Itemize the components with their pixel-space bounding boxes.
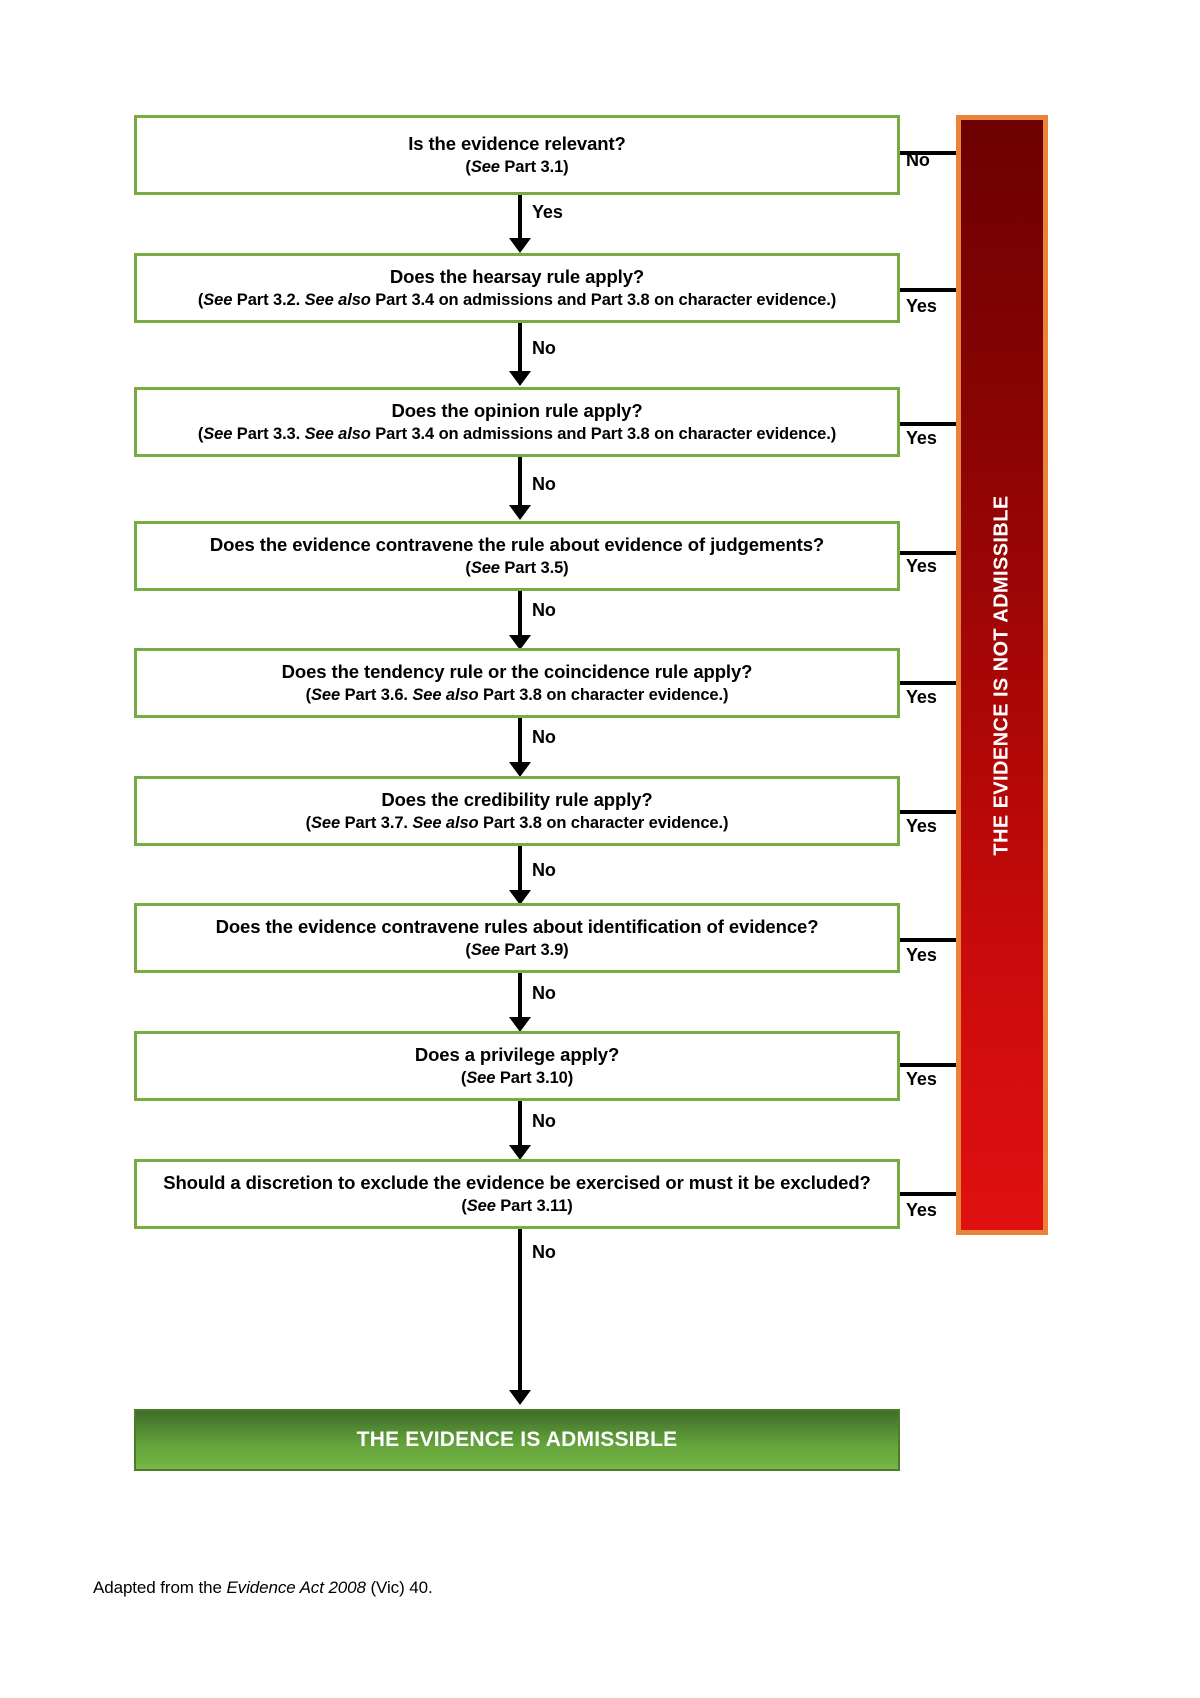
not-admissible-banner: THE EVIDENCE IS NOT ADMISSIBLE	[956, 115, 1048, 1235]
connector-down-label-9: No	[532, 1242, 556, 1262]
connector-down-3	[518, 457, 522, 509]
decision-question-3: Does the opinion rule apply?	[391, 399, 643, 421]
connector-down-label-6: No	[532, 860, 556, 880]
connector-side-label-5: Yes	[906, 687, 937, 707]
connector-down-4	[518, 591, 522, 639]
footer-suffix: (Vic) 40.	[365, 1578, 433, 1597]
decision-box-3[interactable]: Does the opinion rule apply? (See Part 3…	[134, 387, 900, 457]
decision-reference-2: (See Part 3.2. See also Part 3.4 on admi…	[197, 291, 837, 310]
connector-side-label-3: Yes	[906, 428, 937, 448]
decision-question-6: Does the credibility rule apply?	[381, 788, 653, 810]
decision-box-1[interactable]: Is the evidence relevant? (See Part 3.1)	[134, 115, 900, 195]
arrow-down-5	[509, 762, 531, 777]
footer-act-title: Evidence Act 2008	[226, 1578, 366, 1597]
decision-box-2[interactable]: Does the hearsay rule apply? (See Part 3…	[134, 253, 900, 323]
not-admissible-label: THE EVIDENCE IS NOT ADMISSIBLE	[990, 494, 1013, 856]
connector-down-label-1: Yes	[532, 202, 563, 222]
admissible-label: THE EVIDENCE IS ADMISSIBLE	[356, 1428, 678, 1451]
decision-box-7[interactable]: Does the evidence contravene rules about…	[134, 903, 900, 973]
arrow-down-7	[509, 1017, 531, 1032]
decision-box-8[interactable]: Does a privilege apply? (See Part 3.10)	[134, 1031, 900, 1101]
arrow-down-8	[509, 1145, 531, 1160]
decision-reference-6: (See Part 3.7. See also Part 3.8 on char…	[305, 814, 729, 833]
decision-reference-4: (See Part 3.5)	[465, 559, 569, 578]
decision-reference-3: (See Part 3.3. See also Part 3.4 on admi…	[197, 425, 837, 444]
source-attribution: Adapted from the Evidence Act 2008 (Vic)…	[93, 1578, 433, 1598]
arrow-down-6	[509, 890, 531, 905]
decision-question-5: Does the tendency rule or the coincidenc…	[281, 660, 753, 682]
connector-down-label-7: No	[532, 983, 556, 1003]
footer-prefix: Adapted from the	[93, 1578, 227, 1597]
arrow-down-2	[509, 371, 531, 386]
arrow-down-4	[509, 635, 531, 650]
connector-side-label-4: Yes	[906, 556, 937, 576]
connector-down-label-8: No	[532, 1111, 556, 1131]
connector-down-1	[518, 195, 522, 242]
decision-box-4[interactable]: Does the evidence contravene the rule ab…	[134, 521, 900, 591]
connector-down-2	[518, 323, 522, 375]
connector-down-9	[518, 1229, 522, 1394]
connector-side-label-8: Yes	[906, 1069, 937, 1089]
connector-down-5	[518, 718, 522, 766]
decision-reference-8: (See Part 3.10)	[460, 1069, 574, 1088]
connector-down-8	[518, 1101, 522, 1149]
decision-reference-5: (See Part 3.6. See also Part 3.8 on char…	[305, 686, 729, 705]
decision-box-6[interactable]: Does the credibility rule apply? (See Pa…	[134, 776, 900, 846]
decision-question-9: Should a discretion to exclude the evide…	[163, 1171, 871, 1193]
decision-question-8: Does a privilege apply?	[414, 1043, 620, 1065]
connector-down-7	[518, 973, 522, 1021]
connector-side-label-2: Yes	[906, 296, 937, 316]
connector-down-label-4: No	[532, 600, 556, 620]
connector-down-label-3: No	[532, 474, 556, 494]
arrow-down-1	[509, 238, 531, 253]
connector-down-label-2: No	[532, 338, 556, 358]
decision-box-9[interactable]: Should a discretion to exclude the evide…	[134, 1159, 900, 1229]
decision-question-1: Is the evidence relevant?	[408, 132, 626, 154]
connector-side-label-1: No	[906, 150, 930, 170]
arrow-down-9	[509, 1390, 531, 1405]
decision-reference-9: (See Part 3.11)	[461, 1197, 573, 1216]
connector-side-label-6: Yes	[906, 816, 937, 836]
admissible-banner: THE EVIDENCE IS ADMISSIBLE	[134, 1409, 900, 1471]
connector-side-label-9: Yes	[906, 1200, 937, 1220]
decision-question-4: Does the evidence contravene the rule ab…	[209, 533, 825, 555]
connector-down-label-5: No	[532, 727, 556, 747]
decision-question-7: Does the evidence contravene rules about…	[215, 915, 819, 937]
decision-question-2: Does the hearsay rule apply?	[389, 265, 645, 287]
decision-reference-1: (See Part 3.1)	[465, 158, 569, 177]
connector-side-label-7: Yes	[906, 945, 937, 965]
decision-reference-7: (See Part 3.9)	[465, 941, 569, 960]
decision-box-5[interactable]: Does the tendency rule or the coincidenc…	[134, 648, 900, 718]
connector-down-6	[518, 846, 522, 894]
arrow-down-3	[509, 505, 531, 520]
